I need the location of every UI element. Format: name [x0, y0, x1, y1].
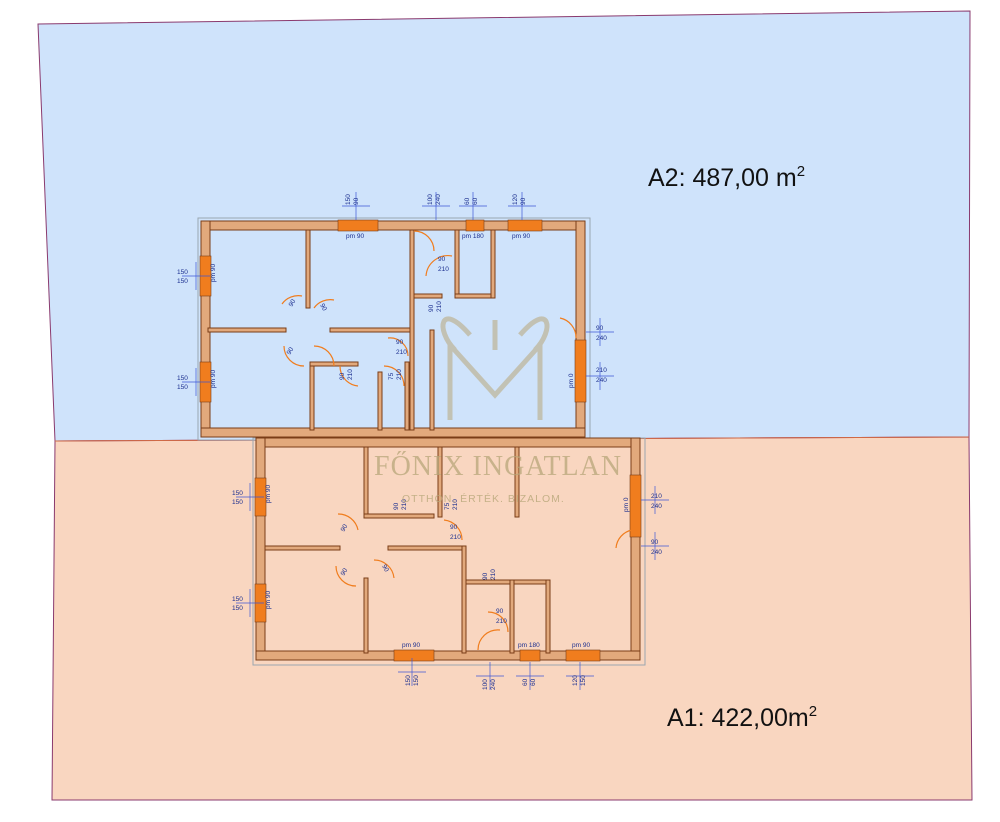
svg-text:210: 210	[450, 534, 461, 541]
svg-text:150: 150	[232, 596, 243, 603]
svg-text:90: 90	[438, 256, 446, 263]
svg-text:150: 150	[405, 675, 412, 686]
svg-text:75: 75	[388, 372, 395, 380]
svg-text:210: 210	[452, 499, 459, 510]
svg-text:150: 150	[177, 269, 188, 276]
svg-text:pm 180: pm 180	[518, 642, 540, 649]
svg-text:90: 90	[286, 346, 296, 356]
svg-text:90: 90	[450, 524, 458, 531]
upper-unit-walls	[200, 220, 586, 438]
svg-text:90: 90	[651, 539, 659, 546]
svg-text:90: 90	[380, 564, 390, 574]
svg-text:240: 240	[435, 194, 442, 205]
svg-text:240: 240	[490, 679, 497, 690]
svg-text:pm 90: pm 90	[512, 233, 530, 240]
svg-text:150: 150	[177, 384, 188, 391]
svg-text:100: 100	[482, 679, 489, 690]
svg-text:150: 150	[232, 490, 243, 497]
svg-text:210: 210	[438, 266, 449, 273]
svg-text:90: 90	[482, 572, 489, 580]
svg-text:60: 60	[530, 678, 537, 686]
svg-text:210: 210	[347, 369, 354, 380]
svg-text:210: 210	[651, 493, 662, 500]
svg-text:pm 90: pm 90	[572, 642, 590, 649]
svg-text:210: 210	[436, 301, 443, 312]
svg-text:210: 210	[401, 499, 408, 510]
svg-text:120: 120	[572, 675, 579, 686]
svg-text:60: 60	[522, 678, 529, 686]
svg-text:pm 0: pm 0	[623, 497, 630, 512]
svg-text:100: 100	[427, 194, 434, 205]
area-label-a1: A1: 422,00m2	[667, 703, 817, 732]
doors	[281, 230, 633, 651]
watermark-tagline: OTTHON. ÉRTÉK. BIZALOM.	[402, 492, 565, 505]
area-label-a1-text: A1: 422,00m	[667, 704, 809, 732]
svg-text:pm 90: pm 90	[210, 370, 217, 388]
upper-unit-dimensions: 150 90 pm 90 100 240 60 60 pm 180 120 90…	[177, 194, 607, 391]
svg-text:150: 150	[177, 278, 188, 285]
svg-text:240: 240	[651, 503, 662, 510]
area-label-a1-sup: 2	[809, 703, 817, 720]
svg-text:90: 90	[318, 303, 328, 313]
svg-text:75: 75	[444, 502, 451, 510]
svg-text:150: 150	[413, 675, 420, 686]
area-label-a2-text: A2: 487,00 m	[648, 164, 797, 192]
svg-text:210: 210	[396, 349, 407, 356]
svg-text:150: 150	[232, 605, 243, 612]
lower-unit-walls	[255, 437, 641, 661]
svg-text:210: 210	[396, 369, 403, 380]
watermark-name: FŐNIX INGATLAN	[374, 451, 622, 482]
svg-text:240: 240	[596, 335, 607, 342]
svg-text:150: 150	[580, 675, 587, 686]
phoenix-logo-icon	[440, 316, 550, 420]
svg-text:60: 60	[472, 197, 479, 205]
svg-text:90: 90	[520, 197, 527, 205]
svg-text:60: 60	[464, 197, 471, 205]
svg-text:pm 180: pm 180	[462, 233, 484, 240]
svg-text:210: 210	[490, 569, 497, 580]
lower-unit-dimensions: 150 150 pm 90 150 150 pm 90 90 210 75 21…	[232, 485, 662, 690]
svg-text:90: 90	[339, 372, 346, 380]
area-label-a2-sup: 2	[797, 163, 805, 180]
svg-text:90: 90	[596, 325, 604, 332]
svg-text:pm 90: pm 90	[402, 642, 420, 649]
svg-text:90: 90	[496, 608, 504, 615]
svg-text:pm 0: pm 0	[568, 373, 575, 388]
svg-text:pm 90: pm 90	[346, 233, 364, 240]
svg-text:90: 90	[353, 197, 360, 205]
svg-text:150: 150	[345, 194, 352, 205]
svg-text:90: 90	[288, 298, 298, 308]
svg-text:90: 90	[340, 523, 350, 533]
svg-text:90: 90	[396, 339, 404, 346]
svg-text:210: 210	[596, 367, 607, 374]
svg-text:90: 90	[340, 567, 350, 577]
svg-text:pm 90: pm 90	[210, 264, 217, 282]
svg-text:90: 90	[428, 304, 435, 312]
svg-text:150: 150	[177, 375, 188, 382]
area-label-a2: A2: 487,00 m2	[648, 163, 805, 192]
svg-text:210: 210	[496, 618, 507, 625]
svg-text:90: 90	[393, 502, 400, 510]
svg-text:240: 240	[651, 549, 662, 556]
svg-text:240: 240	[596, 377, 607, 384]
svg-text:pm 90: pm 90	[265, 591, 272, 609]
svg-text:pm 90: pm 90	[265, 485, 272, 503]
svg-text:120: 120	[512, 194, 519, 205]
svg-text:150: 150	[232, 499, 243, 506]
